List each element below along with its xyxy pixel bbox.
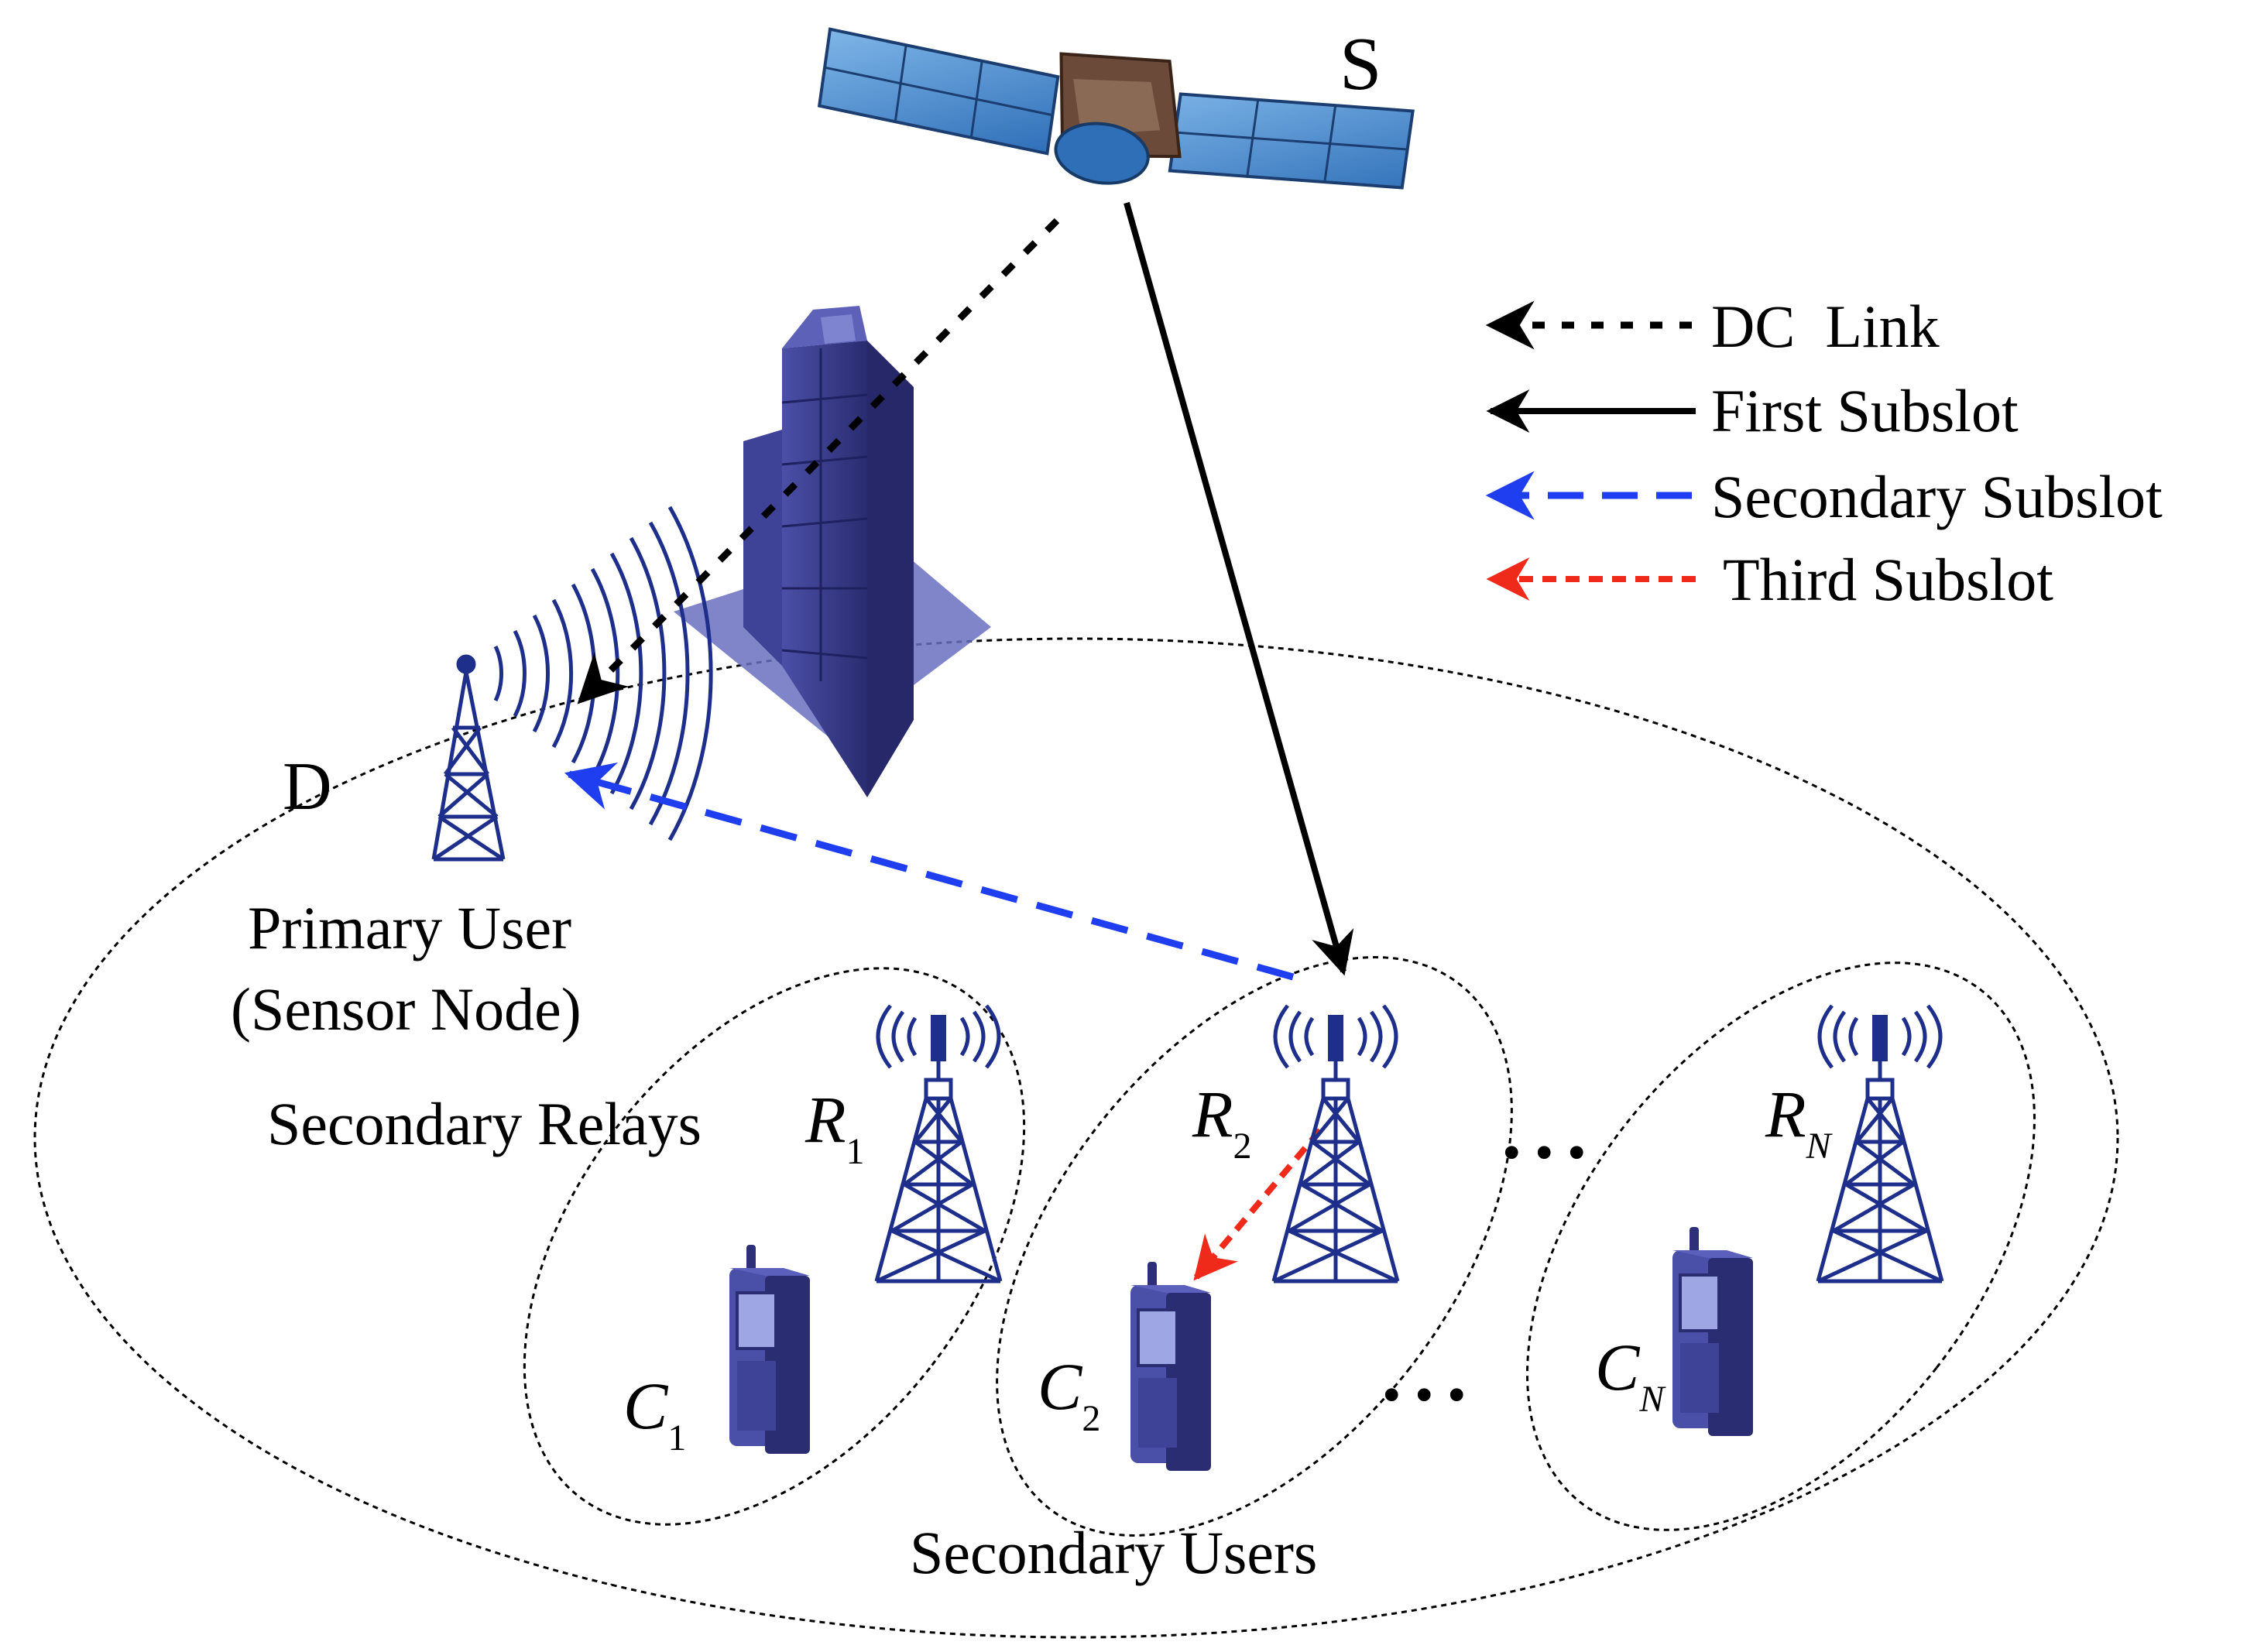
legend-first-subslot-label: First Subslot — [1711, 377, 2019, 444]
relay-1-label-base: R — [804, 1082, 846, 1157]
user-1-phone-icon — [728, 1243, 811, 1455]
relay-n-label-sub: N — [1806, 1126, 1834, 1167]
user-2-label-sub: 2 — [1082, 1398, 1100, 1439]
destination-label: D — [283, 749, 332, 824]
user-1-label: C1 — [623, 1369, 686, 1458]
secondary-subslot-arrow — [564, 762, 1295, 981]
user-n-label: CN — [1595, 1330, 1666, 1420]
relays-ellipsis: • • • — [1502, 1123, 1587, 1183]
third-subslot-arrow — [1193, 1128, 1323, 1281]
user-2-label-base: C — [1038, 1349, 1083, 1424]
legend-dc-link-label: DC Link — [1711, 293, 1940, 360]
relay-2-label-sub: 2 — [1233, 1126, 1252, 1167]
primary-user-tower-icon — [431, 654, 506, 862]
relay-1-label-sub: 1 — [846, 1131, 865, 1172]
secondary-relays-label: Secondary Relays — [267, 1090, 702, 1157]
relay-n-label-base: R — [1765, 1077, 1806, 1151]
first-subslot-arrow — [1124, 201, 1354, 976]
users-ellipsis: • • • — [1382, 1366, 1467, 1425]
user-n-label-sub: N — [1638, 1379, 1666, 1420]
user-1-label-sub: 1 — [667, 1417, 686, 1458]
network-boundary-ellipse — [33, 637, 2119, 1639]
cluster-2-ellipse — [996, 956, 1513, 1537]
user-2-phone-icon — [1129, 1260, 1213, 1472]
user-n-label-base: C — [1595, 1330, 1641, 1404]
secondary-users-label: Secondary Users — [910, 1519, 1317, 1586]
primary-user-label-line2: (Sensor Node) — [231, 975, 581, 1043]
user-2-label: C2 — [1038, 1349, 1100, 1439]
user-1-label-base: C — [623, 1369, 669, 1443]
cluster-1-ellipse — [523, 967, 1026, 1526]
relay-2-label-base: R — [1192, 1077, 1233, 1151]
relay-2-label: R2 — [1192, 1077, 1252, 1167]
relay-n-label: RN — [1765, 1077, 1834, 1167]
legend-secondary-subslot-label: Secondary Subslot — [1711, 463, 2163, 530]
relay-1-label: R1 — [804, 1082, 865, 1172]
relay-1-tower-icon — [877, 1006, 1000, 1281]
legend: DC Link First Subslot Secondary Subslot … — [1485, 293, 2163, 613]
satellite-label: S — [1340, 22, 1382, 106]
primary-user-label-line1: Primary User — [248, 894, 571, 961]
relay-2-tower-icon — [1274, 1006, 1398, 1281]
primary-user-wave-icon — [493, 506, 713, 841]
dc-link-arrow — [577, 218, 1060, 704]
relay-n-tower-icon — [1818, 1006, 1942, 1281]
legend-third-subslot-label: Third Subslot — [1723, 546, 2053, 613]
user-n-phone-icon — [1671, 1225, 1755, 1438]
building-icon — [674, 306, 991, 797]
satellite-icon — [817, 27, 1415, 190]
cluster-n-ellipse — [1526, 961, 2036, 1531]
